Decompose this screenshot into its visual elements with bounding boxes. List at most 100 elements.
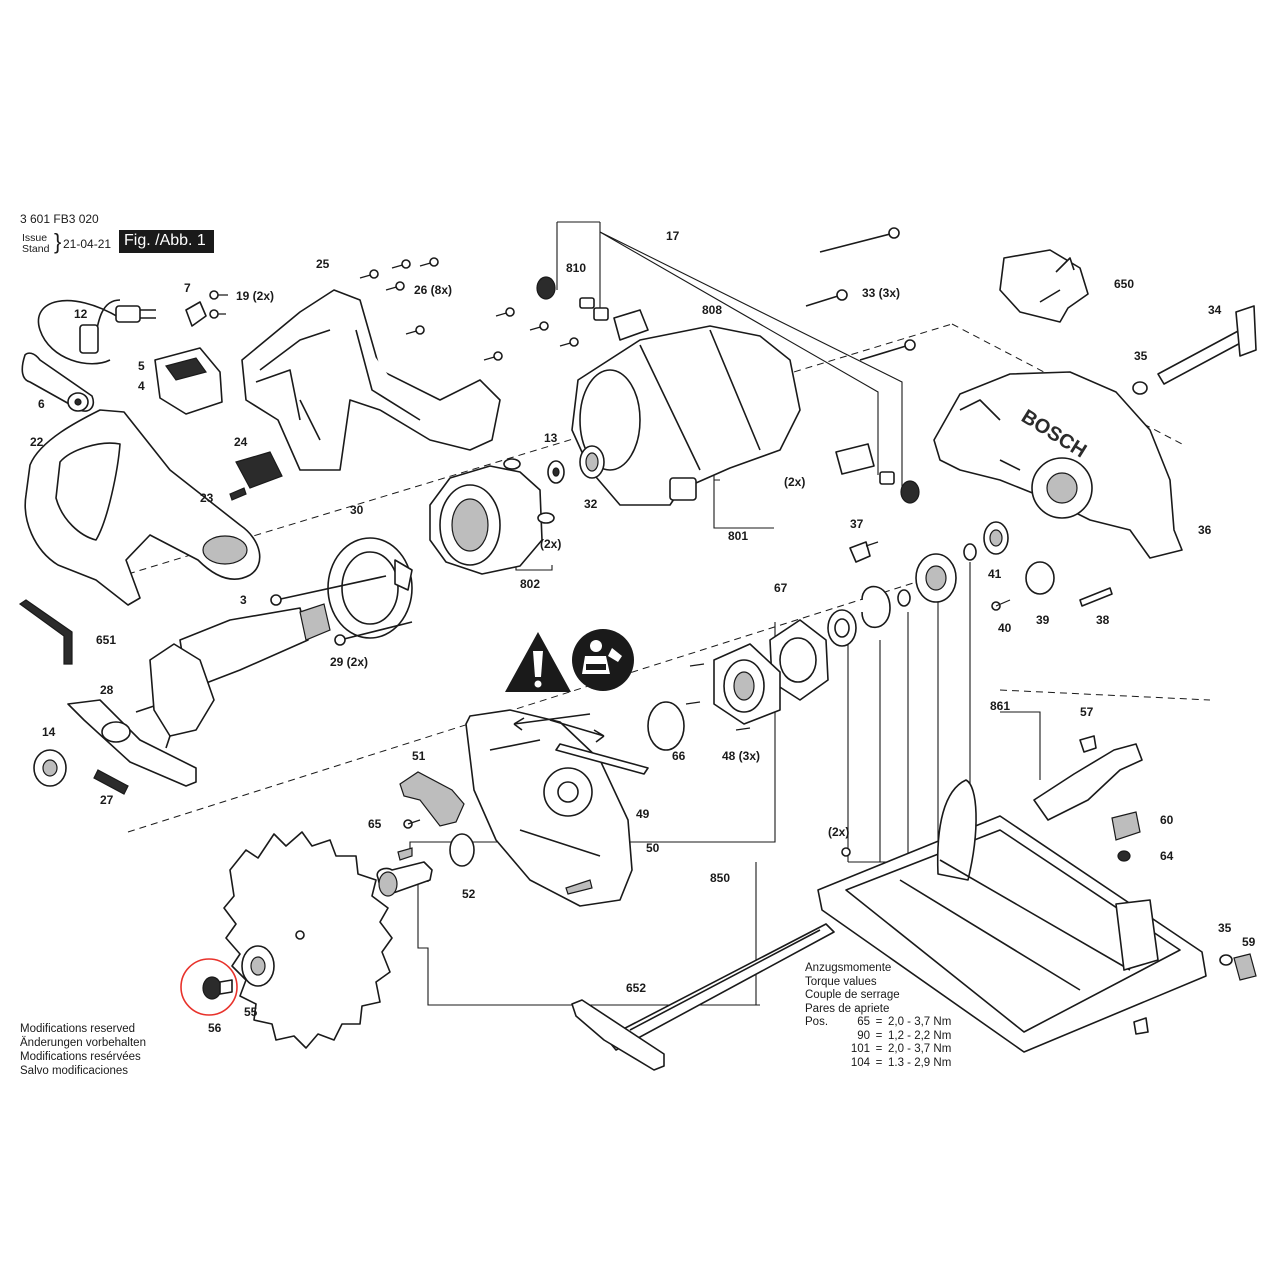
bearing-13 bbox=[547, 460, 565, 484]
pin-57 bbox=[1079, 735, 1097, 753]
screws-26 bbox=[359, 257, 579, 361]
callout-37: 37 bbox=[850, 517, 864, 531]
callout-29: 29 (2x) bbox=[330, 655, 368, 669]
spring-23 bbox=[229, 487, 247, 501]
torque-eq: = bbox=[875, 1043, 883, 1055]
lower-blade-guard-50 bbox=[465, 709, 633, 907]
base-plate-850 bbox=[817, 779, 1207, 1053]
callout-17: 17 bbox=[666, 229, 680, 243]
read-manual-icon bbox=[572, 629, 634, 691]
modifications-line: Modifications reserved bbox=[20, 1023, 136, 1035]
cord-clamp bbox=[185, 301, 207, 327]
rip-fence-652 bbox=[571, 923, 835, 1071]
torque-title: Couple de serrage bbox=[805, 989, 900, 1001]
torque-row: 101 = 2,0 - 3,7 Nm bbox=[805, 1043, 951, 1057]
assembly-guide-line bbox=[999, 689, 1211, 701]
callout-52: 52 bbox=[462, 887, 476, 901]
callout-57: 57 bbox=[1080, 705, 1094, 719]
callout-2x-b: (2x) bbox=[540, 537, 561, 551]
cover-24 bbox=[235, 451, 283, 489]
washer-35 bbox=[1132, 381, 1148, 395]
callout-12: 12 bbox=[74, 307, 88, 321]
stator-802 bbox=[429, 465, 543, 575]
bracket-861 bbox=[1033, 743, 1143, 821]
strain-relief-sleeve bbox=[21, 352, 95, 412]
torque-row: 104 = 1.3 - 2,9 Nm bbox=[805, 1057, 951, 1071]
callout-49: 49 bbox=[636, 807, 650, 821]
callout-23: 23 bbox=[200, 491, 214, 505]
callout-650: 650 bbox=[1114, 277, 1134, 291]
flange-55 bbox=[241, 945, 275, 987]
o-ring-52 bbox=[449, 833, 475, 867]
issue-label: Issue bbox=[22, 232, 48, 244]
spring-rod-49 bbox=[555, 743, 649, 775]
torque-eq: = bbox=[875, 1056, 883, 1069]
callout-850: 850 bbox=[710, 871, 730, 885]
spindle bbox=[376, 847, 433, 897]
callout-2x-c: (2x) bbox=[828, 825, 849, 839]
callout-802: 802 bbox=[520, 577, 540, 591]
callout-55: 55 bbox=[244, 1005, 258, 1019]
torque-title: Pares de apriete bbox=[805, 1002, 890, 1015]
torque-value: 2,0 - 3,7 Nm bbox=[888, 1016, 952, 1028]
modifications-line: Änderungen vorbehalten bbox=[20, 1037, 146, 1049]
callouts: 17 810 808 650 34 35 25 7 19 (2x) 26 (8x… bbox=[30, 229, 1256, 1035]
modifications-note: Modifications reserved Änderungen vorbeh… bbox=[20, 1022, 146, 1078]
callout-651: 651 bbox=[96, 633, 116, 647]
cover-650 bbox=[999, 249, 1089, 323]
motor-housing-808 bbox=[571, 325, 801, 506]
torque-value: 1,2 - 2,2 Nm bbox=[888, 1029, 952, 1042]
screw-65 bbox=[403, 819, 421, 829]
knob-59 bbox=[1233, 953, 1257, 981]
callout-50: 50 bbox=[646, 841, 660, 855]
callout-28: 28 bbox=[100, 683, 114, 697]
callout-59: 59 bbox=[1242, 935, 1256, 949]
base-screw bbox=[841, 847, 851, 857]
handle-half-25 bbox=[241, 289, 501, 471]
callout-19: 19 (2x) bbox=[236, 289, 274, 303]
hex-key-651 bbox=[18, 599, 73, 665]
callout-22: 22 bbox=[30, 435, 44, 449]
screw-19 bbox=[209, 290, 228, 319]
torque-row: Pos. 65 = 2,0 - 3,7 Nm bbox=[805, 1016, 951, 1030]
torque-pos: 90 bbox=[857, 1029, 870, 1042]
document-number: 3 601 FB3 020 bbox=[20, 212, 99, 226]
callout-38: 38 bbox=[1096, 613, 1110, 627]
torque-pos: 104 bbox=[850, 1056, 870, 1069]
rotation-arrows bbox=[513, 713, 605, 743]
shaft-34 bbox=[1157, 305, 1257, 385]
callout-48: 48 (3x) bbox=[722, 749, 760, 763]
callout-40: 40 bbox=[998, 621, 1012, 635]
callout-41: 41 bbox=[988, 567, 1002, 581]
callout-67: 67 bbox=[774, 581, 788, 595]
callout-66: 66 bbox=[672, 749, 686, 763]
bearing-14 bbox=[33, 749, 67, 787]
bolt-56 bbox=[202, 976, 233, 1000]
figure-label: Fig. /Abb. 1 bbox=[119, 230, 214, 253]
ring-66 bbox=[647, 701, 685, 751]
callout-5: 5 bbox=[138, 359, 145, 373]
callout-652: 652 bbox=[626, 981, 646, 995]
screws-29 bbox=[270, 575, 413, 646]
power-cord bbox=[37, 299, 156, 365]
torque-eq: = bbox=[875, 1016, 883, 1028]
guard-small-parts bbox=[849, 521, 1113, 611]
armature-3 bbox=[135, 603, 331, 749]
callout-60: 60 bbox=[1160, 813, 1174, 827]
spring-plate-28 bbox=[67, 699, 197, 787]
nut-64 bbox=[1117, 850, 1131, 862]
torque-value: 2,0 - 3,7 Nm bbox=[888, 1043, 952, 1055]
spring-27 bbox=[93, 769, 129, 795]
saw-blade bbox=[223, 831, 393, 1049]
callout-801: 801 bbox=[728, 529, 748, 543]
callout-7: 7 bbox=[184, 281, 191, 295]
screws-33 bbox=[805, 227, 916, 361]
callout-27: 27 bbox=[100, 793, 114, 807]
callout-861: 861 bbox=[990, 699, 1010, 713]
torque-value: 1.3 - 2,9 Nm bbox=[888, 1056, 952, 1069]
torque-pos-label: Pos. bbox=[805, 1016, 829, 1028]
issue-date: 21-04-21 bbox=[63, 237, 112, 251]
callout-25: 25 bbox=[316, 257, 330, 271]
brush-ring-30 bbox=[327, 537, 413, 639]
